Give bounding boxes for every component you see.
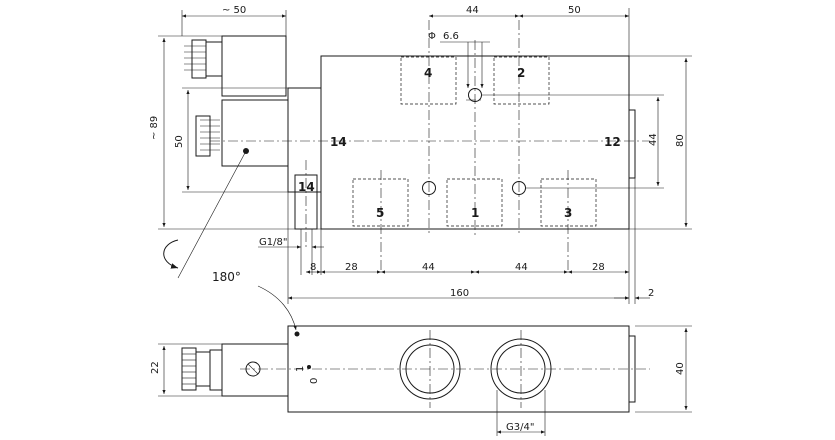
dim-height-total: ~ 89 [149,116,160,140]
pilot-adapter [287,87,322,193]
dim-body-length: 160 [450,288,469,299]
dim-port1-to-port3: 44 [515,262,528,273]
port-2-label: 2 [517,66,525,80]
dim-pilot-thread: G1/8" [259,237,287,248]
dim-port5-to-port1: 44 [422,262,435,273]
dim-coil-height: 50 [174,135,185,148]
diameter-symbol: Φ [428,31,436,42]
end-cap-right [628,109,636,179]
connector-nut-bottom [195,115,220,157]
pilot-14-label: 14 [330,135,347,149]
side-connector-nut [181,347,211,391]
port-2-outline [493,56,550,105]
dim-top-44: 44 [466,5,479,16]
port-3-outline [540,178,597,227]
side-solenoid-neck [209,349,223,391]
port-3-label: 3 [564,206,572,220]
dim-main-thread: G3/4" [506,422,534,433]
dim-side-height: 40 [675,362,686,375]
top-view: 14 [149,5,692,331]
port-1-label: 1 [471,206,479,220]
dim-side-width: 22 [150,361,161,374]
dim-hole-diameter: 6.6 [443,31,459,42]
dim-coil-width: ~ 50 [222,5,246,16]
side-view: 1 0 G3/4" 22 40 [150,325,692,436]
port-1-outline [446,178,503,227]
port-5-label: 5 [376,206,384,220]
pilot-12-label: 12 [604,135,621,149]
dim-body-height: 80 [675,134,686,147]
pilot-14-box-label: 14 [298,180,315,194]
port-5-outline [352,178,409,227]
rotation-arrow-icon [163,239,179,269]
port-4-outline [400,56,457,105]
dim-top-50: 50 [568,5,581,16]
solenoid-coil [221,99,289,167]
rotation-label: 180° [212,270,241,284]
side-marker-dot [294,331,300,337]
solenoid-housing [221,35,287,97]
dim-hole-spacing-vertical: 44 [648,133,659,146]
dim-port3-to-edge: 28 [592,262,605,273]
side-end-cap [628,335,636,403]
port-4-label: 4 [424,66,432,80]
connector-nut-top [184,39,223,79]
mounting-hole-left [422,181,436,195]
side-solenoid [221,343,289,397]
dim-overhang: 2 [648,288,654,299]
manual-override-0: 0 [309,378,320,384]
manual-override-dot [307,365,311,369]
dim-pilot-offset: 8 [310,262,316,273]
dim-edge-to-port5: 28 [345,262,358,273]
